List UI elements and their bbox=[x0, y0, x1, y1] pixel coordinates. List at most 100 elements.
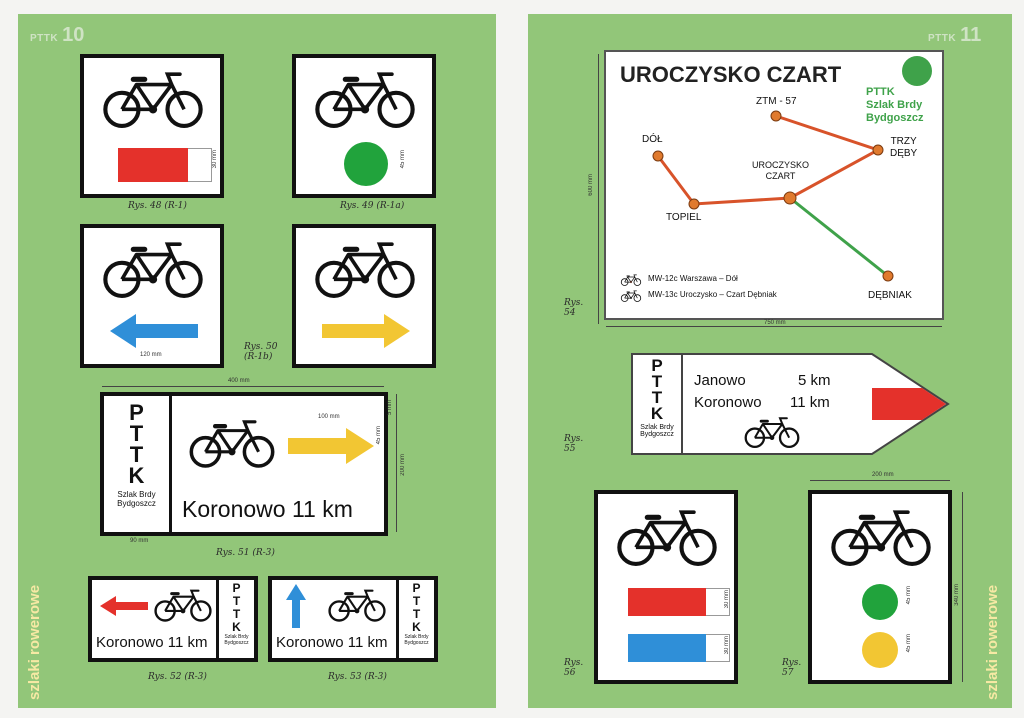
bicycle-green-icon bbox=[620, 290, 642, 302]
sign-fig48: 30 mm bbox=[80, 54, 224, 198]
dim-label: 30 mm bbox=[724, 636, 730, 655]
dimension-line bbox=[396, 394, 397, 532]
caption-fig53: Rys. 53 (R-3) bbox=[328, 672, 387, 682]
arrow-left-icon bbox=[100, 596, 148, 616]
caption-fig49: Rys. 49 (R-1a) bbox=[340, 201, 405, 211]
destination-text: Koronowo 11 km bbox=[96, 634, 208, 651]
dimension-line bbox=[810, 480, 950, 481]
node-debniak bbox=[882, 270, 894, 282]
bicycle-icon bbox=[328, 589, 386, 622]
dimension-line bbox=[598, 54, 599, 324]
white-stripe bbox=[706, 634, 730, 662]
node-uroczysko bbox=[783, 191, 797, 205]
label-trzy-deby: TRZY DĘBY bbox=[890, 136, 918, 159]
white-stripe bbox=[706, 588, 730, 616]
bicycle-icon bbox=[186, 418, 278, 468]
dest1-distance: 5 km bbox=[798, 372, 831, 389]
sign-fig50-blue: 120 mm bbox=[80, 224, 224, 368]
caption-fig50: Rys. 50 (R-1b) bbox=[244, 342, 278, 362]
sign-fig54-map: UROCZYSKO CZART PTTK Szlak Brdy Bydgoszc… bbox=[604, 50, 944, 320]
dim-label: 750 mm bbox=[764, 320, 786, 326]
route-map bbox=[652, 110, 894, 282]
letter: T bbox=[129, 421, 144, 446]
green-dot bbox=[862, 584, 898, 620]
bicycle-icon bbox=[744, 416, 800, 448]
dim-label: 90 mm bbox=[130, 538, 149, 544]
dimension-line bbox=[102, 386, 384, 387]
dim-label: 120 mm bbox=[140, 352, 162, 358]
white-stripe bbox=[188, 148, 212, 182]
map-title: UROCZYSKO CZART bbox=[620, 62, 842, 87]
dim-label: 45 mm bbox=[400, 150, 406, 169]
blue-stripe bbox=[628, 634, 706, 662]
label-dol: DÓŁ bbox=[642, 134, 663, 145]
label-debniak: DĘBNIAK bbox=[868, 290, 912, 301]
node-ztm bbox=[770, 110, 782, 122]
dim-label: 45 mm bbox=[906, 586, 912, 605]
dim-label: 200 mm bbox=[400, 454, 406, 476]
pttk-column: P T T K Szlak Brdy Bydgoszcz bbox=[104, 396, 172, 532]
red-stripe bbox=[118, 148, 188, 182]
dimension-line bbox=[606, 326, 942, 327]
dest2-name: Koronowo bbox=[694, 394, 762, 411]
dim-label: 400 mm bbox=[228, 378, 250, 384]
org-name: Szlak Brdy bbox=[117, 490, 156, 499]
bicycle-icon bbox=[826, 508, 936, 566]
bicycle-icon bbox=[98, 240, 208, 298]
bicycle-icon bbox=[310, 240, 420, 298]
dim-label: 200 mm bbox=[872, 472, 894, 478]
dim-label: 600 mm bbox=[588, 174, 594, 196]
sign-fig49: 45 mm bbox=[292, 54, 436, 198]
logo-text: PTTK Szlak Brdy Bydgoszcz bbox=[866, 86, 924, 124]
arrow-right-icon bbox=[322, 314, 410, 348]
sign-fig53: Koronowo 11 km P T T K Szlak Brdy Bydgos… bbox=[268, 576, 438, 662]
dimension-line bbox=[962, 492, 963, 682]
letter: T bbox=[129, 442, 144, 467]
bicycle-icon bbox=[154, 589, 212, 622]
caption-fig54: Rys. 54 bbox=[564, 298, 584, 318]
pttk-column: P T T K Szlak Brdy Bydgoszcz bbox=[216, 580, 254, 658]
dim-label: 30 mm bbox=[212, 150, 218, 169]
node-topiel bbox=[688, 198, 700, 210]
sign-fig50-yellow bbox=[292, 224, 436, 368]
legend-green: MW-13c Uroczysko – Czart Dębniak bbox=[648, 290, 777, 299]
letter: P bbox=[129, 400, 144, 425]
caption-fig55: Rys. 55 bbox=[564, 434, 584, 454]
arrow-left-icon bbox=[110, 314, 198, 348]
dest2-distance: 11 km bbox=[790, 394, 830, 411]
green-dot bbox=[344, 142, 388, 186]
pttk-column: P T T K Szlak Brdy Bydgoszcz bbox=[640, 356, 674, 438]
bicycle-icon bbox=[310, 70, 420, 128]
pttk-logo-icon bbox=[902, 56, 932, 86]
pttk-column: P T T K Szlak Brdy Bydgoszcz bbox=[396, 580, 434, 658]
caption-fig57: Rys. 57 bbox=[782, 658, 802, 678]
label-ztm: ZTM - 57 bbox=[756, 96, 797, 107]
bicycle-red-icon bbox=[620, 274, 642, 286]
sign-fig57: 45 mm 45 mm bbox=[808, 490, 952, 684]
red-stripe bbox=[628, 588, 706, 616]
org-city: Bydgoszcz bbox=[117, 499, 156, 508]
side-label-left: szlaki rowerowe bbox=[26, 584, 43, 700]
letter: K bbox=[128, 463, 145, 488]
dim-label: 30 mm bbox=[724, 590, 730, 609]
dim-label: 340 mm bbox=[954, 584, 960, 606]
dim-label: 5 mm bbox=[387, 400, 393, 415]
destination-text: Koronowo 11 km bbox=[182, 496, 353, 522]
dim-label: 45 mm bbox=[906, 634, 912, 653]
label-uroczysko: UROCZYSKO CZART bbox=[752, 160, 810, 181]
caption-fig52: Rys. 52 (R-3) bbox=[148, 672, 207, 682]
yellow-dot bbox=[862, 632, 898, 668]
caption-fig48: Rys. 48 (R-1) bbox=[128, 201, 187, 211]
bicycle-icon bbox=[98, 70, 208, 128]
caption-fig51: Rys. 51 (R-3) bbox=[216, 548, 275, 558]
side-label-right: szlaki rowerowe bbox=[984, 584, 1001, 700]
label-topiel: TOPIEL bbox=[666, 212, 702, 223]
destination-text: Koronowo 11 km bbox=[276, 634, 388, 651]
caption-fig56: Rys. 56 bbox=[564, 658, 584, 678]
arrow-right-icon bbox=[288, 428, 374, 464]
sign-fig56: 30 mm 30 mm bbox=[594, 490, 738, 684]
dim-label: 100 mm bbox=[318, 414, 340, 420]
